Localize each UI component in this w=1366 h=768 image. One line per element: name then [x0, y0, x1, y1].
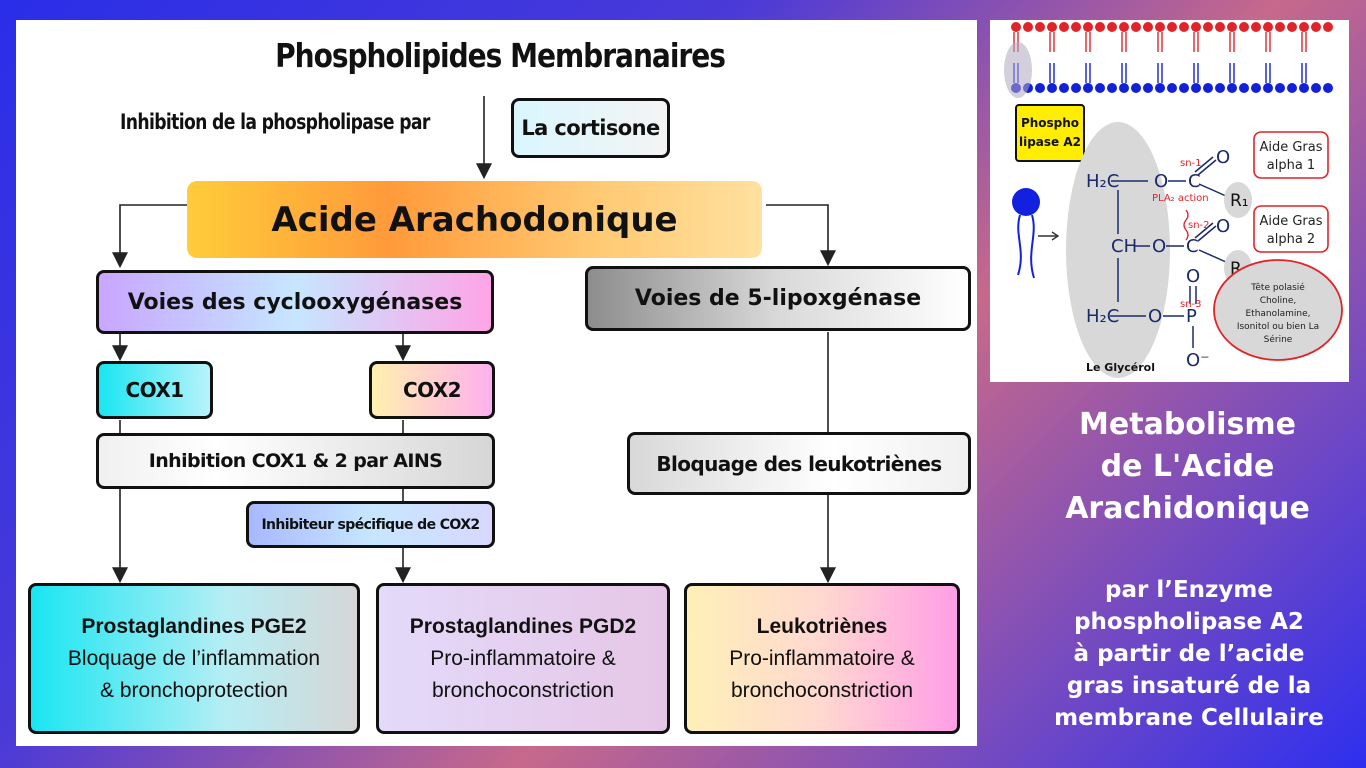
- fatty1-line2: alpha 1: [1267, 158, 1315, 173]
- head-line: Tête polasié: [1250, 282, 1305, 293]
- sn3-label: sn-3: [1180, 299, 1202, 310]
- phospholipid-head-icon: [1012, 188, 1040, 216]
- enzyme-box: [1015, 104, 1085, 162]
- h2c-label-2: H₂C: [1086, 306, 1119, 327]
- side-sub-line: à partir de l’acide: [1073, 641, 1305, 667]
- cleavage-icon: [1183, 209, 1189, 241]
- ch-label: CH: [1111, 236, 1137, 257]
- r1-label: R₁: [1230, 191, 1249, 211]
- fatty-acid-2-box: [1253, 205, 1329, 253]
- acide-arachidonique-box: Acide Arachodonique: [187, 181, 762, 258]
- glycerol-label: Le Glycérol: [1086, 361, 1155, 374]
- result-title: Prostaglandines PGE2: [81, 614, 307, 638]
- bloquage-leukotrienes-box: Bloquage des leukotriènes: [627, 432, 971, 495]
- head-line: Isonitol ou bien La: [1237, 322, 1319, 332]
- inhibiteur-cox2-box: Inhibiteur spécifique de COX2: [246, 501, 495, 548]
- arrow-aa-to-lox: [766, 204, 836, 267]
- side-title: Metabolisme de L'Acide Arachidonique: [990, 404, 1366, 530]
- head-line: Choline,: [1260, 296, 1297, 306]
- o-minus: O⁻: [1186, 350, 1210, 371]
- sn2-label: sn-2: [1188, 220, 1210, 231]
- page-title: Phospholipides Membranaires: [275, 36, 726, 75]
- result-line: bronchoconstriction: [431, 678, 615, 702]
- sn1-label: sn-1: [1180, 158, 1202, 169]
- cox2-box: COX2: [369, 361, 495, 419]
- side-title-line: Arachidonique: [1065, 491, 1310, 526]
- phospholipid-structure: Phospho lipase A2 H₂C CH H₂C O O O C C P…: [1004, 22, 1343, 378]
- head-line: Sérine: [1264, 334, 1293, 345]
- side-sub-line: par l’Enzyme: [1105, 577, 1273, 603]
- result-box-leukotrienes: Leukotriènes Pro-inflammatoire & broncho…: [684, 583, 960, 734]
- cortisone-box: La cortisone: [511, 98, 670, 158]
- side-title-line: Metabolisme: [1079, 407, 1296, 442]
- result-title: Leukotriènes: [756, 614, 888, 638]
- voie-cyclooxygenase-box: Voies des cyclooxygénases: [96, 270, 494, 334]
- result-box-pge2: Prostaglandines PGE2 Bloquage de l’infla…: [28, 583, 360, 734]
- c-label-2: C: [1186, 236, 1199, 257]
- result-line: & bronchoprotection: [100, 678, 288, 702]
- o-double-3: O: [1186, 266, 1200, 287]
- cortisone-label: La cortisone: [521, 116, 660, 140]
- cox2-label: COX2: [403, 378, 462, 402]
- cox1-label: COX1: [125, 378, 185, 402]
- inhib-cox2-label: Inhibiteur spécifique de COX2: [261, 516, 480, 533]
- voie-lox-label: Voies de 5-lipoxgénase: [634, 286, 922, 311]
- molecule-panel: Phospho lipase A2 H₂C CH H₂C O O O C C P…: [990, 20, 1349, 382]
- acide-label: Acide Arachodonique: [271, 199, 678, 240]
- fatty1-line1: Aide Gras: [1259, 140, 1322, 155]
- result-line: bronchoconstriction: [730, 678, 914, 702]
- inhibition-ains-box: Inhibition COX1 & 2 par AINS: [96, 433, 495, 489]
- enzyme-label-2: lipase A2: [1019, 135, 1081, 149]
- o-double-1: O: [1216, 147, 1230, 168]
- side-sub-line: membrane Cellulaire: [1054, 705, 1324, 731]
- cox1-box: COX1: [96, 361, 213, 419]
- o-label-3: O: [1148, 306, 1162, 327]
- pla2-label: PLA₂ action: [1152, 193, 1209, 204]
- voie-cox-label: Voies des cyclooxygénases: [127, 289, 463, 315]
- side-sub-line: gras insaturé de la: [1066, 673, 1312, 699]
- polar-head: [1213, 259, 1343, 361]
- fatty2-line1: Aide Gras: [1259, 214, 1322, 229]
- side-sub-line: phospholipase A2: [1074, 609, 1304, 635]
- enzyme-label-1: Phospho: [1021, 116, 1079, 130]
- o-label-1: O: [1154, 171, 1168, 192]
- inhibition-label: Inhibition de la phospholipase par: [120, 110, 430, 134]
- c-label-1: C: [1188, 171, 1201, 192]
- o-label-2: O: [1152, 236, 1166, 257]
- result-box-pgd2: Prostaglandines PGD2 Pro-inflammatoire &…: [376, 583, 670, 734]
- fatty2-line2: alpha 2: [1267, 232, 1315, 247]
- h2c-label-1: H₂C: [1086, 171, 1119, 192]
- head-line: Ethanolamine,: [1245, 309, 1310, 319]
- glycerol-backbone: [1066, 122, 1170, 378]
- inhib-ains-label: Inhibition COX1 & 2 par AINS: [148, 450, 443, 472]
- fatty-acid-1-box: [1253, 131, 1329, 179]
- bloquage-leuko-label: Bloquage des leukotriènes: [656, 451, 942, 476]
- result-line: Pro-inflammatoire &: [430, 646, 616, 670]
- membrane-bilayer: [1004, 22, 1333, 98]
- o-double-2: O: [1216, 216, 1230, 237]
- result-line: Pro-inflammatoire &: [729, 646, 915, 670]
- side-title-line: de L'Acide: [1100, 449, 1275, 484]
- result-line: Bloquage de l’inflammation: [67, 646, 321, 670]
- arrow-aa-to-cox: [112, 204, 190, 269]
- voie-lipoxygenase-box: Voies de 5-lipoxgénase: [585, 266, 971, 331]
- p-label: P: [1186, 306, 1197, 327]
- side-subtitle: par l’Enzyme phospholipase A2 à partir d…: [1012, 574, 1366, 734]
- result-title: Prostaglandines PGD2: [409, 614, 637, 638]
